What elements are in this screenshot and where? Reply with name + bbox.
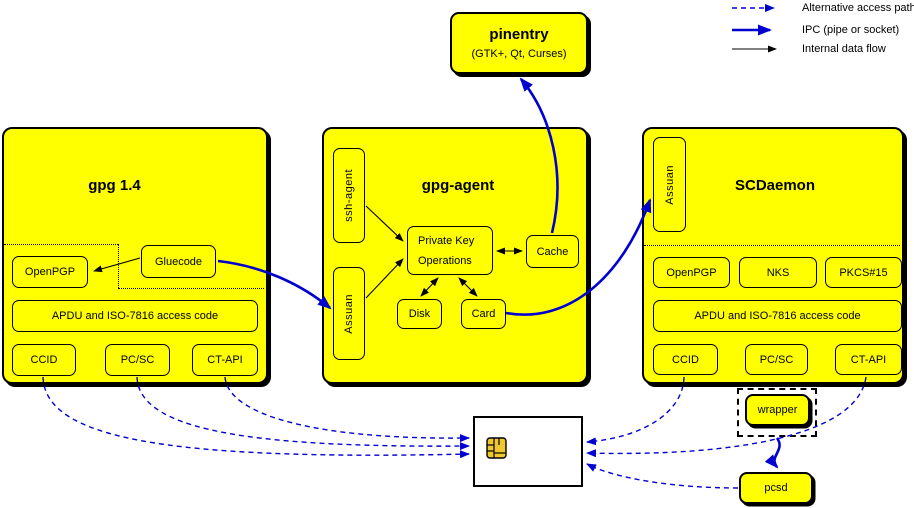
cache-box: Cache: [526, 235, 579, 268]
solid-black-arrow-icon: [732, 45, 777, 53]
scdaemon-assuan-box: Assuan: [653, 137, 686, 232]
pcsd-label: pcsd: [764, 482, 788, 494]
solid-blue-arrow-icon: [732, 24, 772, 36]
gpg14-ctapi-box: CT-API: [192, 344, 258, 376]
alt-pcsd-to-card: [586, 463, 739, 489]
cache-label: Cache: [536, 245, 569, 258]
alt-gpg14-ctapi-to-card: [224, 376, 470, 443]
gpg14-apdu-label: APDU and ISO-7816 access code: [51, 310, 219, 322]
gpg-agent-ssh-agent-box: ssh-agent: [333, 148, 365, 243]
smartcard: [473, 416, 583, 487]
scdaemon-apdu-label: APDU and ISO-7816 access code: [694, 310, 861, 322]
gpg14-ccid-label: CCID: [30, 354, 58, 366]
wrapper-label: wrapper: [757, 404, 798, 416]
scdaemon-apdu-box: APDU and ISO-7816 access code: [653, 300, 902, 332]
scdaemon-box: SCDaemon Assuan OpenPGP NKS PKCS#15 APDU…: [642, 127, 904, 384]
private-key-operations-box: Private Key Operations: [407, 226, 493, 275]
legend-item-ipc: IPC (pipe or socket): [730, 23, 899, 36]
dashed-blue-arrow-icon: [732, 4, 775, 12]
card-box: Card: [461, 299, 506, 329]
gpg14-gluecode-label: Gluecode: [154, 255, 203, 268]
gpg-agent-box: gpg-agent ssh-agent Assuan Private Key O…: [322, 127, 588, 384]
legend-item-alternative-access: Alternative access paths: [730, 1, 914, 14]
legend-label: Internal data flow: [802, 42, 886, 55]
scdaemon-ctapi-box: CT-API: [835, 344, 902, 375]
gpg-agent-assuan-label: Assuan: [343, 293, 355, 334]
scdaemon-assuan-label: Assuan: [663, 164, 676, 205]
pko-line2: Operations: [418, 254, 472, 267]
scdaemon-dotted-line: [644, 245, 900, 246]
gpg14-box: gpg 1.4 OpenPGP Gluecode APDU and ISO-78…: [2, 127, 268, 384]
scdaemon-ccid-label: CCID: [672, 353, 699, 366]
pcsd-box: pcsd: [739, 472, 813, 504]
gpg14-pcsc-box: PC/SC: [105, 344, 170, 376]
alt-scdaemon-ccid-to-card: [586, 376, 685, 446]
gpg14-dotted-line-bottom: [118, 288, 264, 289]
scdaemon-nks-label: NKS: [766, 266, 790, 279]
pko-line1: Private Key: [418, 234, 475, 247]
alt-gpg14-pcsc-to-card: [136, 376, 470, 451]
gpg-agent-title: gpg-agent: [421, 177, 495, 194]
scdaemon-openpgp-label: OpenPGP: [666, 266, 717, 279]
scdaemon-pcsc-box: PC/SC: [745, 344, 808, 375]
ssh-agent-label: ssh-agent: [343, 169, 355, 222]
gpg14-gluecode-box: Gluecode: [141, 245, 216, 278]
disk-label: Disk: [408, 308, 431, 320]
legend-item-internal-flow: Internal data flow: [730, 42, 886, 55]
alt-scdaemon-ctapi-to-card: [586, 376, 867, 458]
scdaemon-ccid-box: CCID: [653, 344, 718, 375]
gpg14-openpgp-box: OpenPGP: [12, 256, 88, 288]
scdaemon-title: SCDaemon: [734, 177, 816, 194]
scdaemon-pkcs15-label: PKCS#15: [839, 266, 888, 279]
pinentry-subtitle: (GTK+, Qt, Curses): [471, 48, 567, 60]
legend-label: IPC (pipe or socket): [802, 23, 900, 36]
wrapper-box: wrapper: [745, 394, 810, 426]
gpg14-openpgp-label: OpenPGP: [24, 266, 76, 278]
gpg14-pcsc-label: PC/SC: [120, 354, 155, 366]
gpg-agent-assuan-box: Assuan: [333, 267, 365, 360]
gpg14-apdu-box: APDU and ISO-7816 access code: [12, 300, 258, 332]
smartcard-chip-icon: [486, 437, 507, 459]
scdaemon-ctapi-label: CT-API: [850, 353, 887, 366]
gpg14-title: gpg 1.4: [88, 177, 141, 194]
legend-label: Alternative access paths: [802, 1, 914, 14]
gpg14-dotted-line-top: [4, 244, 118, 245]
ipc-wrapper-to-pcsd: [764, 437, 781, 469]
scdaemon-pkcs15-box: PKCS#15: [825, 257, 902, 288]
scdaemon-openpgp-box: OpenPGP: [653, 257, 730, 288]
disk-box: Disk: [397, 299, 442, 329]
gpg14-ccid-box: CCID: [12, 344, 76, 376]
pinentry-title: pinentry: [489, 26, 549, 43]
card-label: Card: [471, 308, 496, 320]
scdaemon-nks-box: NKS: [739, 257, 817, 288]
alt-gpg14-ccid-to-card: [42, 376, 470, 459]
gpg14-dotted-line-vertical: [118, 244, 119, 288]
pinentry-box: pinentry (GTK+, Qt, Curses): [450, 12, 588, 74]
gpg14-ctapi-label: CT-API: [207, 354, 243, 366]
scdaemon-pcsc-label: PC/SC: [759, 353, 794, 366]
